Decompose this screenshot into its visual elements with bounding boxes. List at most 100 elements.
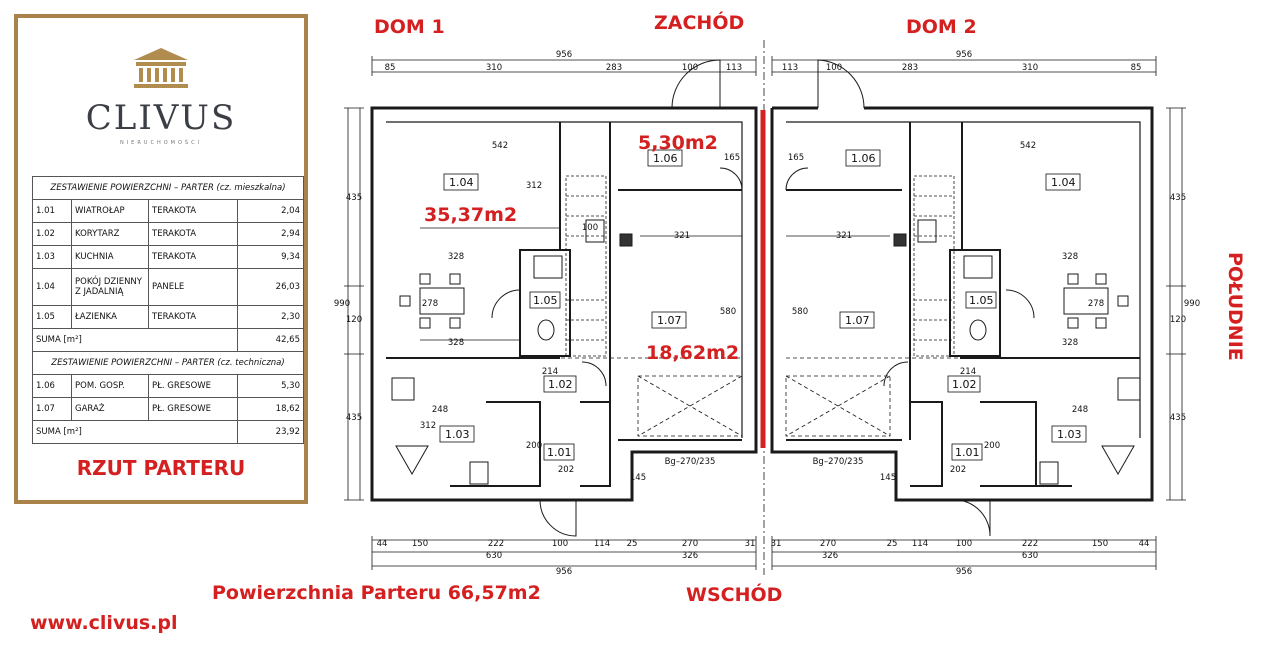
area-callout-living: 35,37m2 — [424, 204, 518, 226]
dim-top-h2-3: 283 — [902, 63, 918, 73]
table-row: 1.04 POKÓJ DZIENNY Z JADALNIĄ PANELE 26,… — [32, 268, 304, 306]
room-label-1.07: 1.07 — [657, 314, 682, 327]
dim-bottom-5: 114 — [594, 539, 610, 549]
dim-200: 200 — [526, 441, 542, 451]
brand-subtitle: NIERUCHOMOŚCI — [119, 140, 203, 146]
dim-328b-h2: 328 — [1062, 338, 1078, 348]
dim-bottom-2: 150 — [412, 539, 428, 549]
dining-table-house2 — [1063, 273, 1129, 329]
dim-542: 542 — [492, 141, 508, 151]
bathroom-fixtures — [533, 219, 993, 341]
room-label-house2-1.05: 1.05 — [969, 294, 994, 307]
dim-top-h2-2: 310 — [1022, 63, 1038, 73]
dim-bottom-630: 630 — [486, 551, 502, 561]
dim-bottom-h2-6: 25 — [887, 539, 898, 549]
dim-312a: 312 — [526, 181, 542, 191]
dim-321-h2: 321 — [836, 231, 852, 241]
dim-left-120: 120 — [346, 315, 362, 325]
dim-bottom-h2-1: 44 — [1139, 539, 1150, 549]
chimney-house1 — [619, 233, 633, 247]
dim-580-h2: 580 — [792, 307, 808, 317]
dim-bottom-total-house1: 956 — [556, 567, 572, 577]
brand-name: CLIVUS — [85, 98, 237, 138]
dim-202: 202 — [558, 465, 574, 475]
dim-321: 321 — [674, 231, 690, 241]
website-link[interactable]: www.clivus.pl — [30, 612, 178, 634]
dim-top-h2-5: 113 — [782, 63, 798, 73]
dim-top-2: 310 — [486, 63, 502, 73]
gate-label-house2: Bg–270/235 — [813, 457, 864, 467]
dim-278-h2: 278 — [1088, 299, 1104, 309]
dim-214: 214 — [542, 367, 558, 377]
dim-top-1: 85 — [385, 63, 396, 73]
dim-bottom-1: 44 — [377, 539, 388, 549]
table-living-header: ZESTAWIENIE POWIERZCHNI – PARTER (cz. mi… — [32, 176, 304, 200]
dim-bottom-7: 270 — [682, 539, 698, 549]
dim-248-h2: 248 — [1072, 405, 1088, 415]
kitchen-fixtures — [391, 377, 1141, 485]
dim-bottom-h2-7: 270 — [820, 539, 836, 549]
room-label-1.02: 1.02 — [548, 378, 573, 391]
dim-total-top-house2: 956 — [956, 50, 972, 60]
south-heading: POŁUDNIE — [1224, 252, 1246, 361]
dim-165: 165 — [724, 153, 740, 163]
house2-outer-wall — [770, 106, 1154, 502]
room-label-1.03: 1.03 — [445, 428, 470, 441]
dim-248: 248 — [432, 405, 448, 415]
table-row: 1.01 WIATROŁAP TERAKOTA 2,04 — [32, 199, 304, 223]
dim-total-top-house1: 956 — [556, 50, 572, 60]
dim-145: 145 — [630, 473, 646, 483]
dim-165-h2: 165 — [788, 153, 804, 163]
dom2-heading: DOM 2 — [906, 16, 977, 38]
area-callout-utility: 5,30m2 — [638, 132, 718, 154]
room-label-house2-1.03: 1.03 — [1057, 428, 1082, 441]
table-technical-header: ZESTAWIENIE POWIERZCHNI – PARTER (cz. te… — [32, 351, 304, 375]
dim-right-435b: 435 — [1170, 413, 1186, 423]
table-sum-row: SUMA [m²] 42,65 — [32, 328, 304, 352]
area-callout-garage: 18,62m2 — [646, 342, 740, 364]
east-heading: WSCHÓD — [686, 584, 783, 606]
dom1-heading: DOM 1 — [374, 16, 445, 38]
dim-200-h2: 200 — [984, 441, 1000, 451]
dim-bottom-h2-4: 100 — [956, 539, 972, 549]
dim-bottom-h2-5: 114 — [912, 539, 928, 549]
dim-top-h2-1: 85 — [1131, 63, 1142, 73]
brand-logo: CLIVUS NIERUCHOMOŚCI — [18, 46, 304, 146]
house1-stairs — [565, 175, 607, 357]
dim-328a: 328 — [448, 252, 464, 262]
dim-bottom-4: 100 — [552, 539, 568, 549]
dining-table-house1 — [399, 273, 465, 329]
dim-left-435a: 435 — [346, 193, 362, 203]
room-label-house2-1.02: 1.02 — [952, 378, 977, 391]
room-label-1.01: 1.01 — [547, 446, 572, 459]
room-label-1.04: 1.04 — [449, 176, 474, 189]
table-row: 1.03 KUCHNIA TERAKOTA 9,34 — [32, 245, 304, 269]
west-heading: ZACHÓD — [654, 12, 745, 34]
dim-bottom-8: 31 — [745, 539, 756, 549]
dim-bottom-3: 222 — [488, 539, 504, 549]
room-label-house2-1.04: 1.04 — [1051, 176, 1076, 189]
dim-bottom-h2-2: 150 — [1092, 539, 1108, 549]
dim-328-h2: 328 — [1062, 252, 1078, 262]
house1-outer-wall — [370, 106, 758, 502]
dimension-lines — [344, 56, 1186, 570]
rzut-parteru-title: RZUT PARTERU — [76, 456, 246, 480]
dim-145-h2: 145 — [880, 473, 896, 483]
chimney-house2 — [893, 233, 907, 247]
table-row: 1.06 POM. GOSP. PŁ. GRESOWE 5,30 — [32, 374, 304, 398]
dim-bottom-h2-326: 326 — [822, 551, 838, 561]
dim-left-435b: 435 — [346, 413, 362, 423]
dim-202-h2: 202 — [950, 465, 966, 475]
house2-inner-outline — [786, 121, 1141, 438]
building-logo-icon — [134, 48, 188, 88]
house1-inner-outline — [386, 121, 743, 438]
dim-right-435a: 435 — [1170, 193, 1186, 203]
table-sum-row: SUMA [m²] 23,92 — [32, 420, 304, 444]
info-panel: CLIVUS NIERUCHOMOŚCI ZESTAWIENIE POWIERZ… — [14, 14, 308, 504]
dim-top-3: 283 — [606, 63, 622, 73]
house2-stairs — [913, 175, 955, 357]
house2-interior-walls — [786, 122, 1140, 487]
table-row: 1.02 KORYTARZ TERAKOTA 2,94 — [32, 222, 304, 246]
dim-right-120: 120 — [1170, 315, 1186, 325]
area-table: ZESTAWIENIE POWIERZCHNI – PARTER (cz. mi… — [32, 176, 304, 444]
